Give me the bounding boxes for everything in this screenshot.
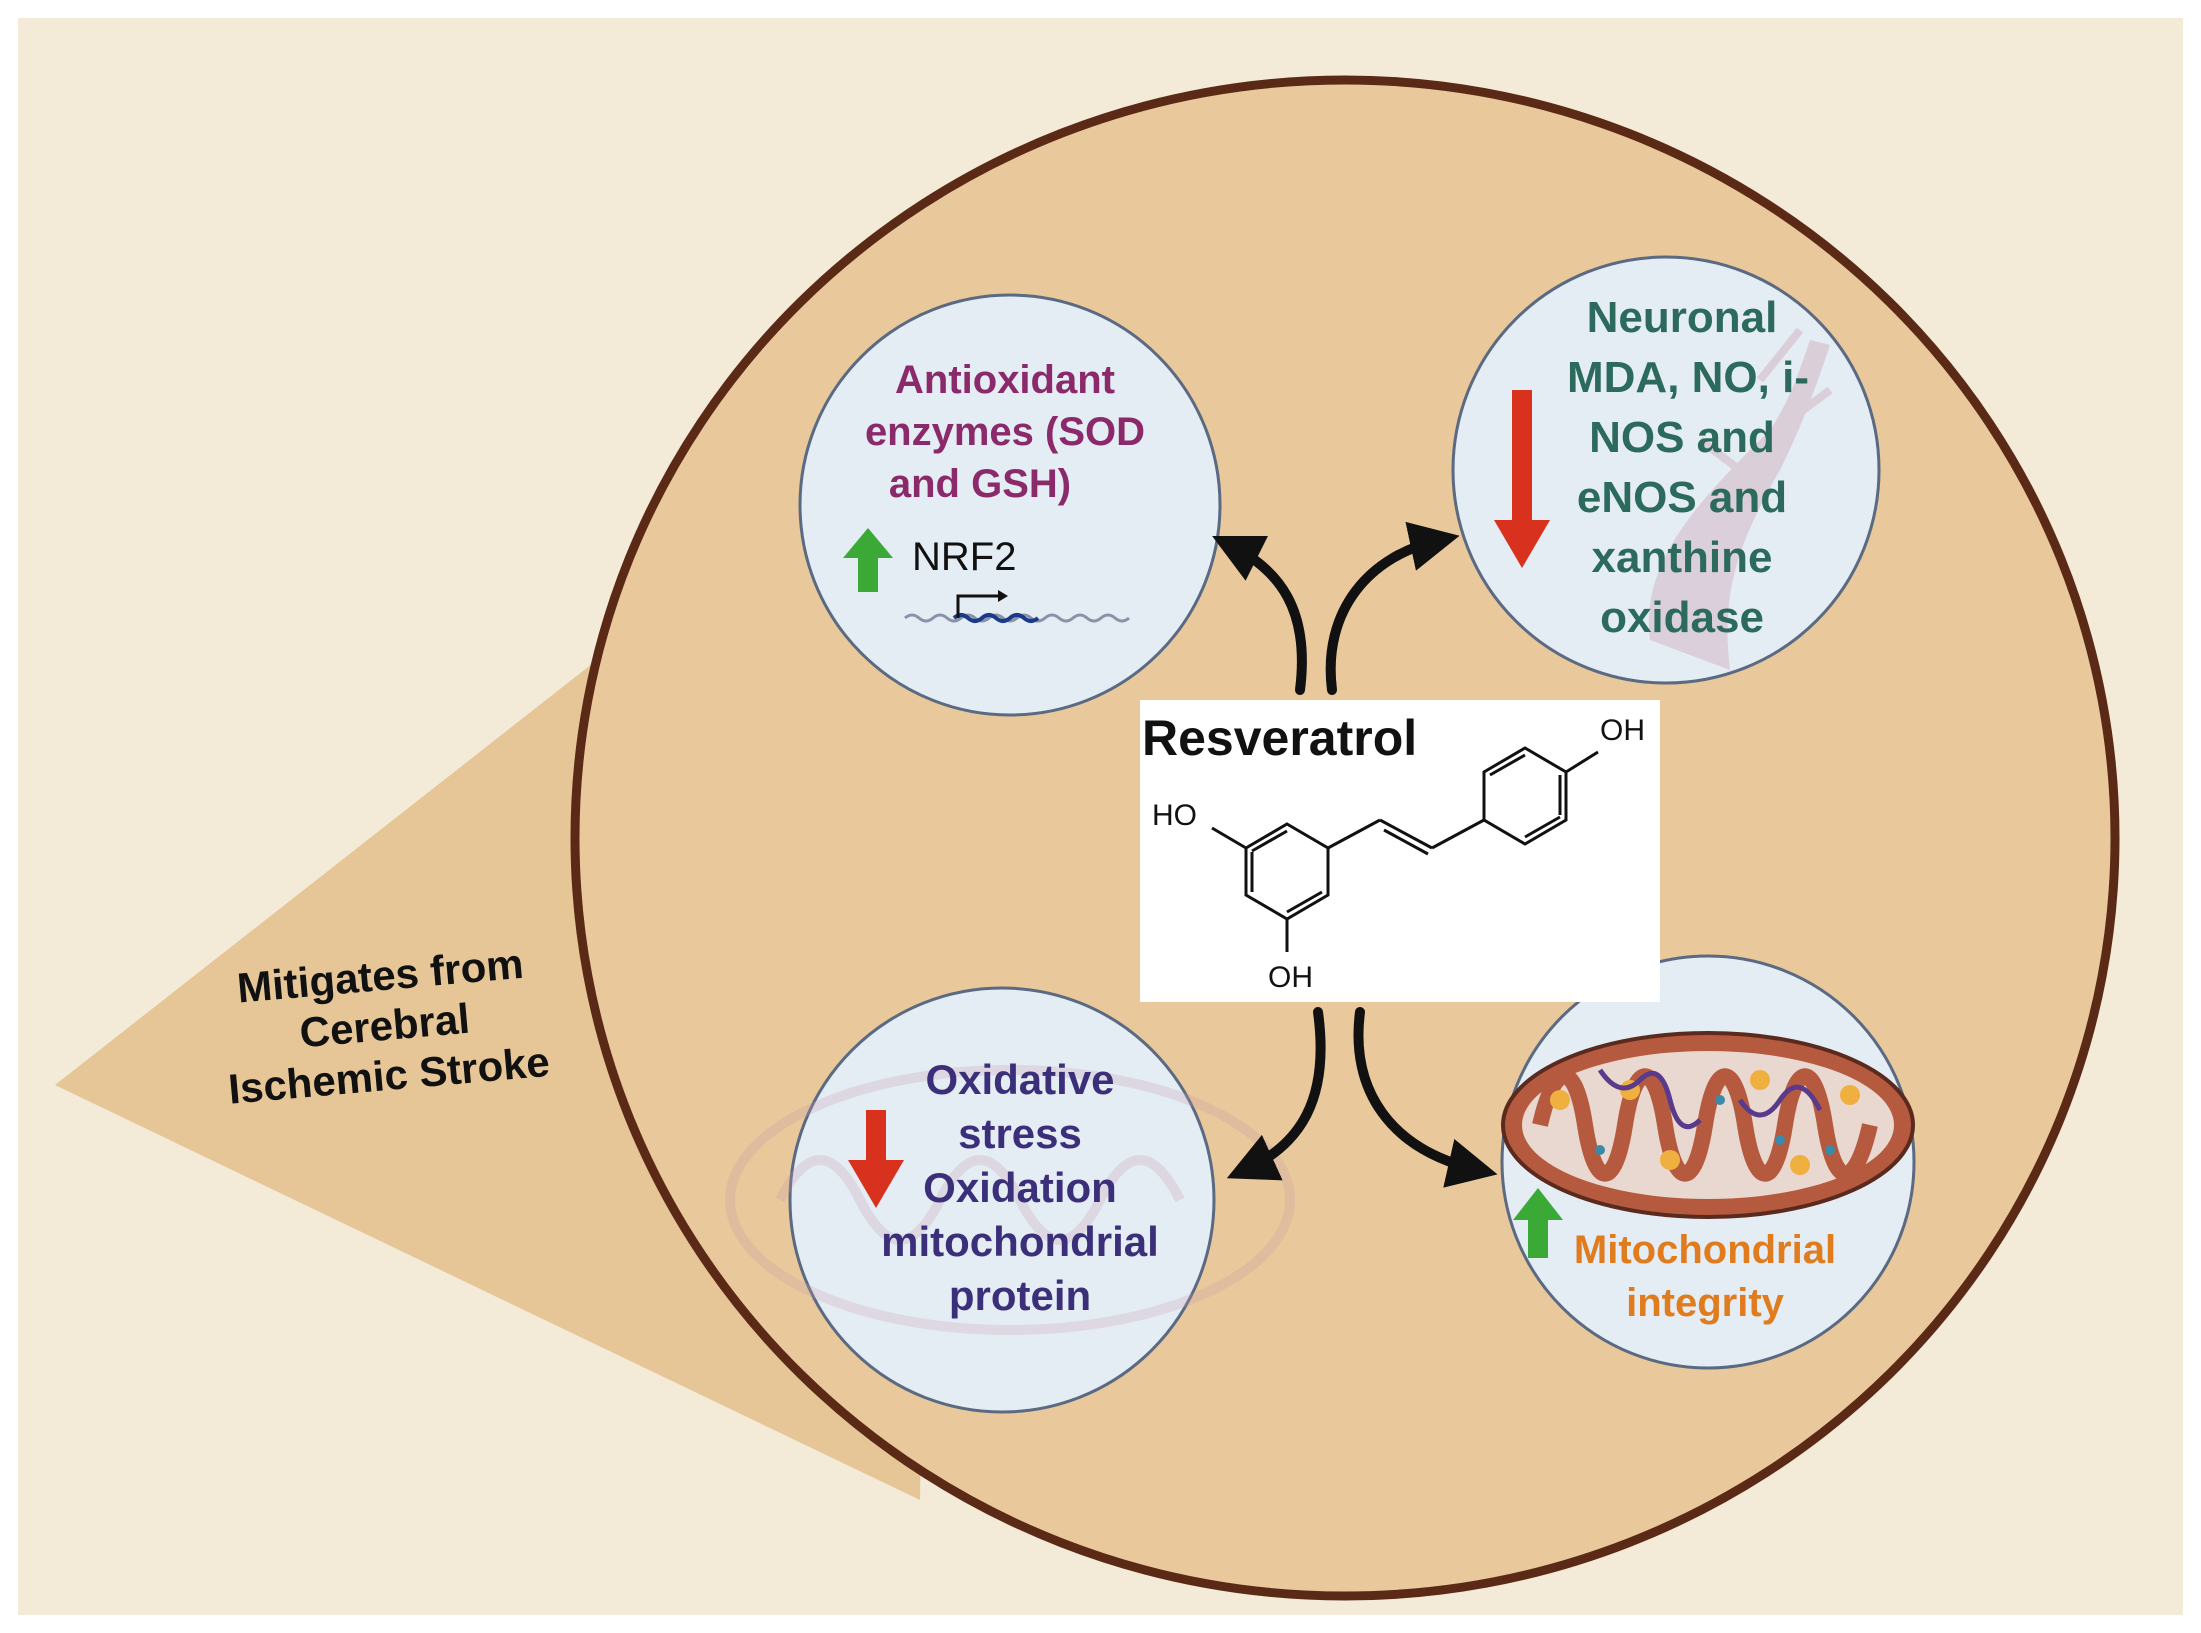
node-antioxidant: Antioxidant enzymes (SOD and GSH) NRF2 (798, 293, 1222, 717)
oxidative-line-4: mitochondrial (881, 1218, 1159, 1265)
mito-line-2: integrity (1626, 1281, 1785, 1325)
resveratrol-box: Resveratrol OH HO OH (1140, 700, 1660, 1002)
neuronal-line-4: eNOS and (1577, 473, 1787, 522)
resveratrol-structure (1211, 746, 1599, 952)
oxidative-line-1: Oxidative (925, 1056, 1114, 1103)
atom-oh-top: OH (1600, 714, 1645, 747)
antioxidant-line-2: enzymes (SOD (865, 410, 1145, 454)
arrow-to-antioxidant (1212, 536, 1307, 695)
oxidative-line-3: Oxidation (923, 1164, 1117, 1211)
atom-ho-left: HO (1152, 799, 1197, 832)
arrow-to-mito (1353, 1007, 1498, 1188)
neuronal-line-2: MDA, NO, i- (1567, 353, 1809, 402)
neuron-silhouette-icon (1648, 327, 1833, 670)
up-arrow-icon (1513, 1188, 1563, 1258)
mitochondria-watermark-icon (725, 1065, 1295, 1335)
connector-arrows (1212, 521, 1498, 1188)
up-arrow-icon (843, 528, 893, 592)
down-arrow-icon (848, 1110, 904, 1208)
mito-line-1: Mitochondrial (1574, 1228, 1836, 1272)
nrf2-label: NRF2 (912, 535, 1016, 579)
neuronal-line-3: NOS and (1589, 413, 1775, 462)
neuronal-line-5: xanthine (1592, 533, 1773, 582)
oxidative-line-5: protein (949, 1272, 1091, 1319)
antioxidant-line-3: and GSH) (889, 462, 1071, 506)
mitochondrion-icon (1501, 1031, 1915, 1219)
dna-promoter-icon (904, 590, 1130, 623)
node-oxidative: Oxidative stress Oxidation mitochondrial… (725, 986, 1295, 1414)
arrow-to-oxidative (1226, 1007, 1326, 1181)
antioxidant-line-1: Antioxidant (895, 358, 1115, 402)
resveratrol-title: Resveratrol (1142, 710, 1417, 766)
down-arrow-icon (1494, 390, 1550, 568)
node-neuronal: Neuronal MDA, NO, i- NOS and eNOS and xa… (1451, 255, 1881, 685)
neuronal-line-6: oxidase (1600, 593, 1764, 642)
node-mito: Mitochondrial integrity (1500, 954, 1916, 1370)
oxidative-line-2: stress (958, 1110, 1082, 1157)
arrow-to-neuronal (1325, 521, 1460, 695)
neuronal-line-1: Neuronal (1587, 293, 1778, 342)
atom-oh-bottom: OH (1268, 961, 1313, 994)
